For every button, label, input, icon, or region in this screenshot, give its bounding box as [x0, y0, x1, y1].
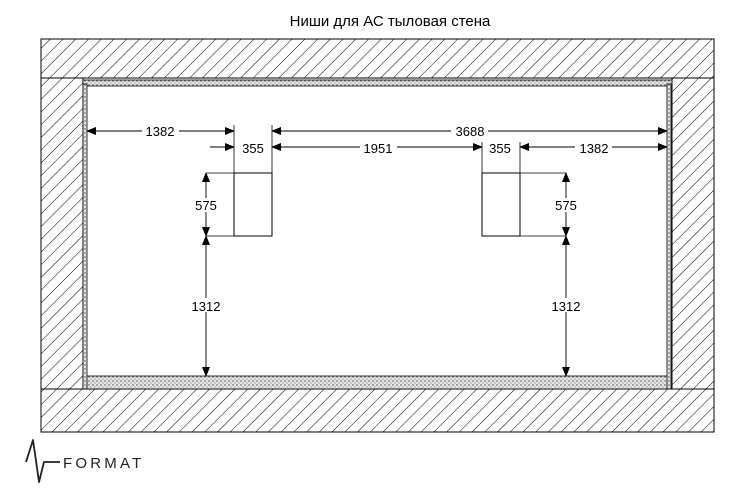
dim-niche-width-left: 355 — [242, 141, 264, 156]
format-logo-icon — [25, 439, 60, 483]
dim-niche-height-left: 575 — [195, 198, 217, 213]
floor-wall — [40, 388, 715, 433]
dim-niche-height-right: 575 — [555, 198, 577, 213]
finishing-layers — [82, 79, 673, 390]
right-wall — [671, 77, 715, 390]
dim-floor-left: 1312 — [192, 299, 221, 314]
walls — [40, 38, 715, 433]
dim-niche-width-right: 355 — [489, 141, 511, 156]
right-wall-finish — [666, 83, 672, 390]
right-speaker-niche — [481, 172, 521, 237]
floor-finish — [85, 375, 670, 390]
ceiling-finish — [82, 79, 673, 87]
ceiling-wall — [40, 38, 715, 79]
logo-text: FORMAT — [63, 455, 144, 472]
dim-floor-right: 1312 — [552, 299, 581, 314]
left-speaker-niche — [233, 172, 273, 237]
left-wall-finish — [82, 83, 88, 390]
drawing-title: Ниши для АС тыловая стена — [290, 13, 491, 30]
dim-left-offset: 1382 — [146, 124, 175, 139]
dim-between-niches: 1951 — [364, 141, 393, 156]
dim-right-offset: 1382 — [580, 141, 609, 156]
dim-inner-width: 3688 — [456, 124, 485, 139]
vertical-dimensions — [202, 172, 570, 377]
left-wall — [40, 77, 84, 390]
format-logo: FORMAT — [25, 439, 144, 483]
dimension-labels: 1382 3688 355 1951 355 1382 575 575 1312… — [142, 123, 612, 314]
